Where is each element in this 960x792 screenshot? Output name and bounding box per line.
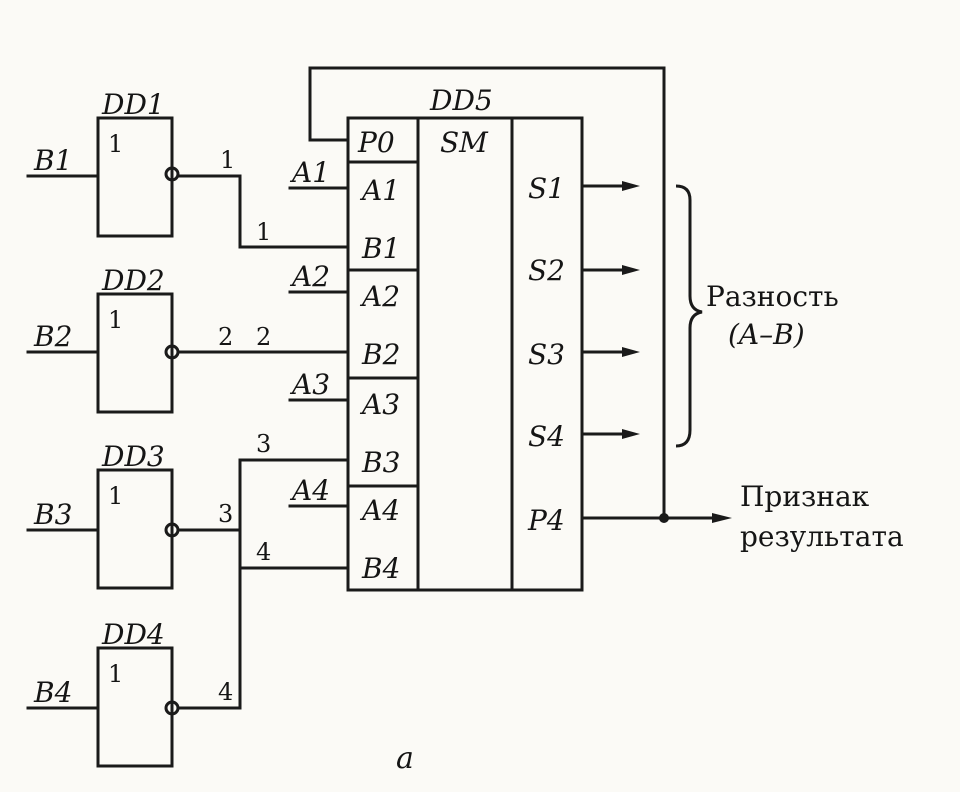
bus-mark-3: 3 <box>256 430 271 458</box>
difference-brace <box>675 184 703 448</box>
gate-dd2-input-label: B2 <box>33 320 72 353</box>
s3-arrow-icon <box>622 347 640 357</box>
gate-dd4-output-wire <box>176 566 242 710</box>
s4-arrow-icon <box>622 429 640 439</box>
adder-pin-s4: S4 <box>528 420 565 453</box>
s2-arrow-icon <box>622 265 640 275</box>
adder-pin-a2: A2 <box>359 280 400 313</box>
gate-dd1-output-wire <box>176 174 242 249</box>
gate-dd4-name: DD4 <box>101 618 165 651</box>
difference-label: Разность <box>706 280 839 313</box>
a-input-label-3: A3 <box>289 368 330 401</box>
adder-pin-s1: S1 <box>528 172 565 205</box>
adder-function: SM <box>440 126 489 159</box>
adder-pin-p4: P4 <box>527 504 565 537</box>
adder-pin-p0: P0 <box>357 126 395 159</box>
bus-mark-2: 2 <box>256 323 271 351</box>
bus-wire-3 <box>238 458 350 532</box>
gate-dd1: DD1 1 B1 1 <box>26 88 242 249</box>
bus-wires: 1 2 3 4 <box>238 218 350 570</box>
adder-pin-s2: S2 <box>528 254 565 287</box>
gate-dd4-symbol: 1 <box>108 660 123 688</box>
flag-label-line1: Признак <box>740 480 870 513</box>
s1-arrow-icon <box>622 181 640 191</box>
gate-dd1-output-mark: 1 <box>220 146 235 174</box>
adder-pin-a1: A1 <box>359 174 400 207</box>
adder-pin-s3: S3 <box>528 338 565 371</box>
carry-feedback: Признак результата <box>308 66 904 553</box>
gate-dd4-input-label: B4 <box>33 676 72 709</box>
bus-mark-1: 1 <box>256 218 271 246</box>
adder-pin-b1: B1 <box>361 232 400 265</box>
gate-dd1-input-label: B1 <box>33 144 72 177</box>
a-input-label-2: A2 <box>289 260 330 293</box>
gate-dd1-inversion-bubble <box>164 166 180 182</box>
adder-name: DD5 <box>429 84 493 117</box>
gate-dd3-name: DD3 <box>101 440 165 473</box>
gate-dd2-name: DD2 <box>101 264 165 297</box>
gate-dd3-symbol: 1 <box>108 482 123 510</box>
gate-dd3: DD3 1 B3 3 <box>26 440 242 590</box>
gate-dd1-symbol: 1 <box>108 130 123 158</box>
a-input-wires: A1 A2 A3 A4 <box>288 156 350 508</box>
gate-dd4-output-mark: 4 <box>218 678 233 706</box>
gate-dd3-output-mark: 3 <box>218 500 233 528</box>
bus-mark-4: 4 <box>256 538 271 566</box>
difference-expression: (A–B) <box>728 318 805 351</box>
a-input-label-4: A4 <box>289 474 330 507</box>
adder-pin-a3: A3 <box>359 388 400 421</box>
flag-label-line2: результата <box>740 520 904 553</box>
feedback-wire <box>308 66 666 520</box>
adder-pin-b4: B4 <box>361 552 400 585</box>
adder-pin-b2: B2 <box>361 338 400 371</box>
a-input-label-1: A1 <box>289 156 330 189</box>
adder-pin-a4: A4 <box>359 494 400 527</box>
gate-dd1-name: DD1 <box>101 88 165 121</box>
adder-dd5: DD5 SM P0 A1 B1 A2 B2 A3 B3 A4 B4 S1 S2 … <box>346 84 584 592</box>
sum-outputs <box>580 181 640 439</box>
gate-dd2-output-mark: 2 <box>218 323 233 351</box>
gate-dd2-symbol: 1 <box>108 306 123 334</box>
adder-pin-b3: B3 <box>361 446 400 479</box>
gate-dd3-input-label: B3 <box>33 498 72 531</box>
figure-caption: а <box>396 741 414 776</box>
adder-body <box>346 116 584 592</box>
gate-dd4: DD4 1 B4 4 <box>26 566 242 768</box>
gate-dd2: DD2 1 B2 2 <box>26 264 350 414</box>
p4-arrow-icon <box>712 513 732 523</box>
